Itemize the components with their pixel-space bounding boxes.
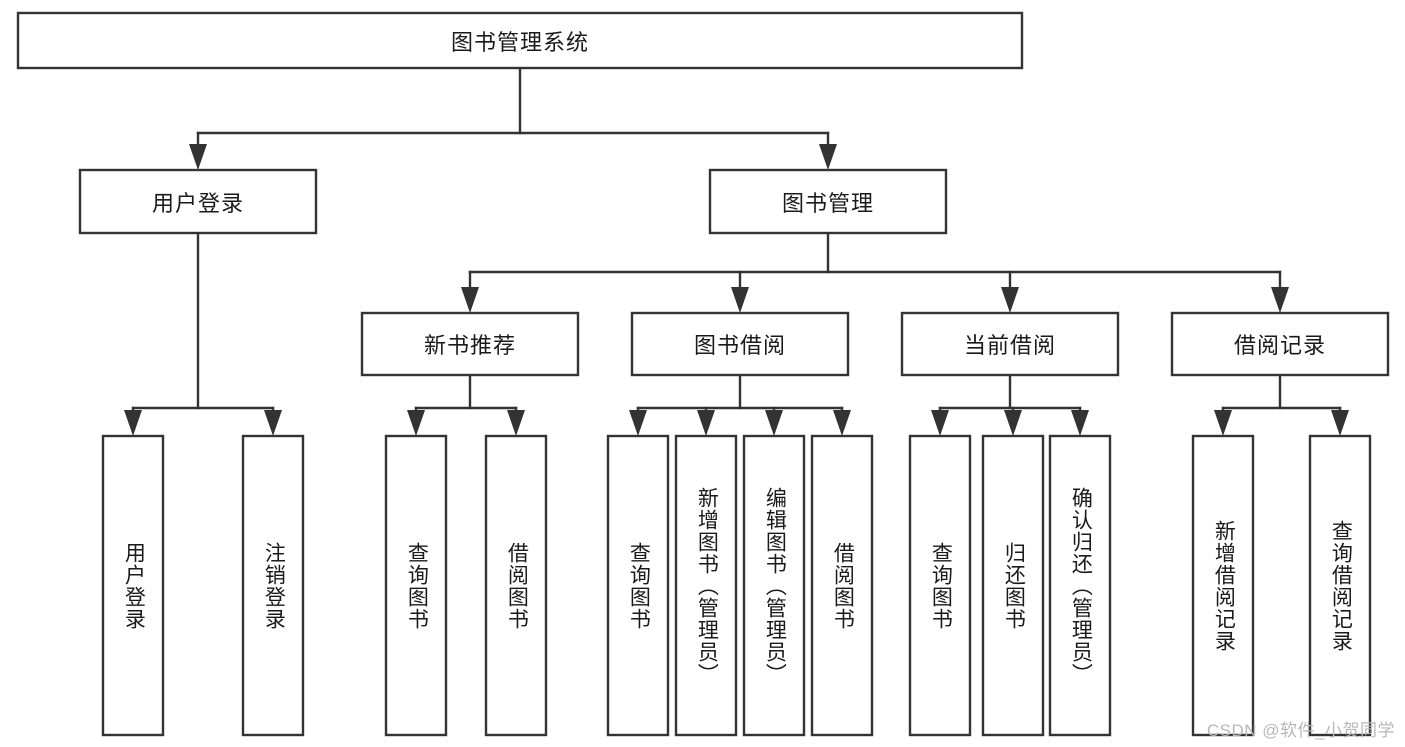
arrow-head-down-icon bbox=[124, 410, 142, 436]
level3-node[interactable] bbox=[900, 311, 1120, 377]
leaf-node[interactable] bbox=[1191, 434, 1255, 737]
arrow-head-down-icon bbox=[819, 144, 837, 170]
arrow-head-down-icon bbox=[189, 144, 207, 170]
leaf-node[interactable] bbox=[101, 434, 165, 737]
connector-layer bbox=[124, 66, 1349, 436]
leaf-node[interactable] bbox=[742, 434, 806, 737]
arrow-head-down-icon bbox=[1071, 410, 1089, 436]
arrow-head-down-icon bbox=[629, 410, 647, 436]
arrow-head-down-icon bbox=[1271, 287, 1289, 313]
arrow-head-down-icon bbox=[264, 410, 282, 436]
arrow-head-down-icon bbox=[1001, 287, 1019, 313]
arrow-head-down-icon bbox=[833, 410, 851, 436]
arrow-head-down-icon bbox=[1004, 410, 1022, 436]
arrow-head-down-icon bbox=[1214, 410, 1232, 436]
leaf-node[interactable] bbox=[810, 434, 874, 737]
level3-node[interactable] bbox=[360, 311, 580, 377]
level2-node[interactable] bbox=[78, 168, 318, 235]
leaf-node[interactable] bbox=[606, 434, 670, 737]
box-layer bbox=[16, 11, 1390, 737]
arrow-head-down-icon bbox=[461, 287, 479, 313]
root-node[interactable] bbox=[16, 11, 1024, 70]
level2-node[interactable] bbox=[708, 168, 948, 235]
arrow-head-down-icon bbox=[765, 410, 783, 436]
leaf-node[interactable] bbox=[674, 434, 738, 737]
arrow-head-down-icon bbox=[1331, 410, 1349, 436]
level3-node[interactable] bbox=[1170, 311, 1390, 377]
arrow-head-down-icon bbox=[407, 410, 425, 436]
leaf-node[interactable] bbox=[384, 434, 448, 737]
level3-node[interactable] bbox=[630, 311, 850, 377]
arrow-head-down-icon bbox=[507, 410, 525, 436]
arrow-head-down-icon bbox=[731, 287, 749, 313]
leaf-node[interactable] bbox=[241, 434, 305, 737]
arrow-head-down-icon bbox=[931, 410, 949, 436]
arrow-head-down-icon bbox=[697, 410, 715, 436]
leaf-node[interactable] bbox=[908, 434, 972, 737]
leaf-node[interactable] bbox=[981, 434, 1045, 737]
watermark: CSDN @软件_小贺同学 bbox=[1206, 721, 1395, 740]
leaf-node[interactable] bbox=[484, 434, 548, 737]
leaf-node[interactable] bbox=[1308, 434, 1372, 737]
leaf-node[interactable] bbox=[1048, 434, 1112, 737]
